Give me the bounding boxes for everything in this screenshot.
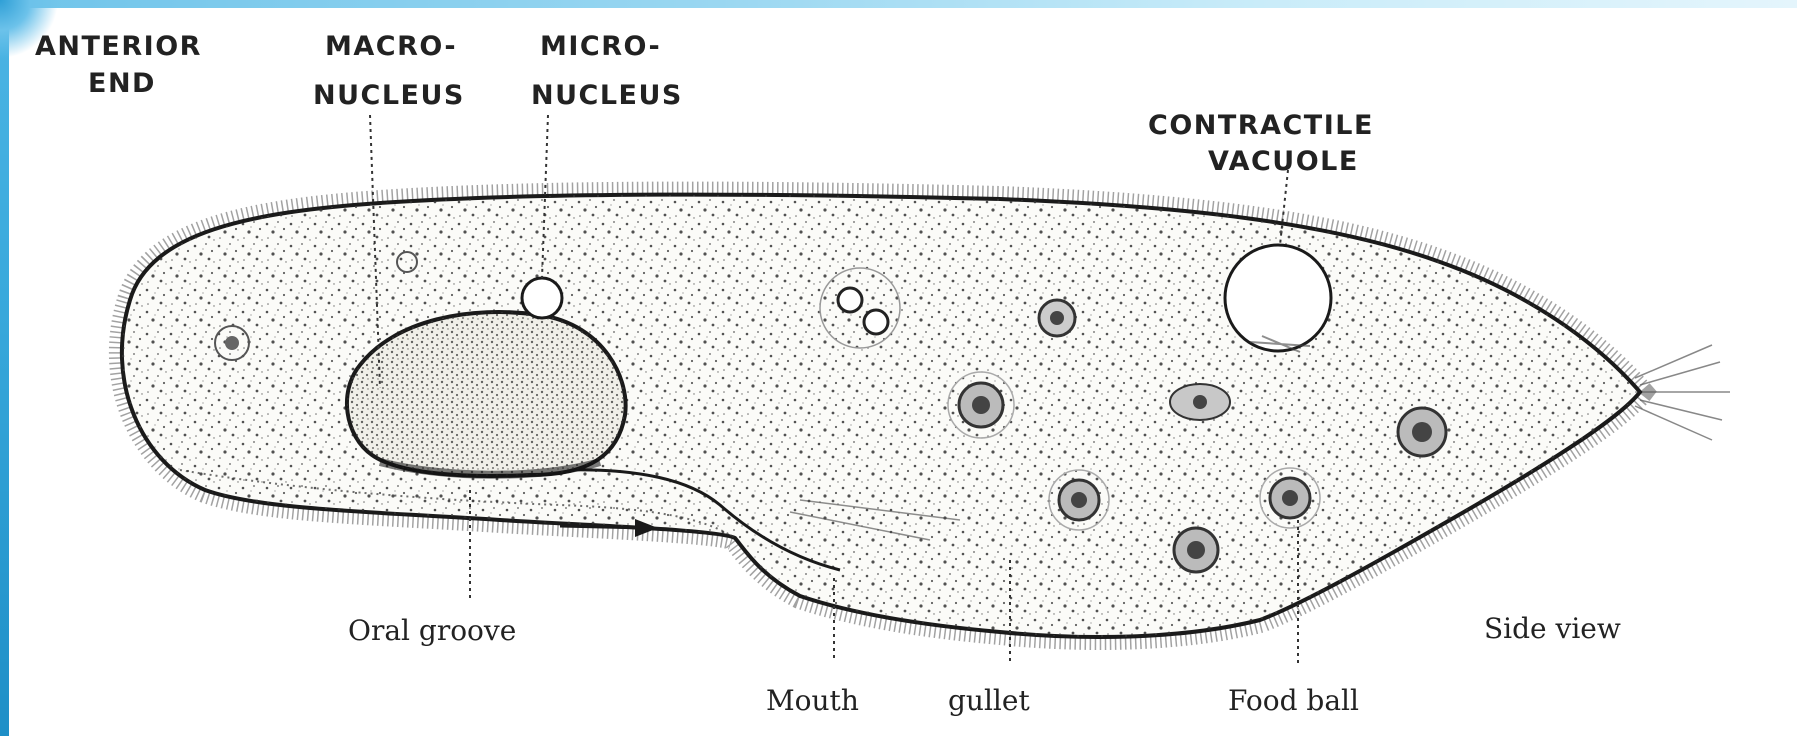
label-food-ball: Food ball [1228,684,1359,717]
label-micronucleus: MICRO- NUCLEUS [531,31,683,111]
label-macronucleus: MACRO- NUCLEUS [313,31,468,111]
label-anterior-end: ANTERIOR END [35,31,213,99]
label-mouth: Mouth [766,684,859,717]
label-gullet: gullet [948,684,1030,717]
label-oral-groove: Oral groove [348,614,516,647]
contractile-vacuole [1225,245,1331,351]
label-contractile-vacuole: CONTRACTILE VACUOLE [1148,110,1385,177]
label-side-view: Side view [1484,612,1621,645]
micronucleus [522,278,562,318]
